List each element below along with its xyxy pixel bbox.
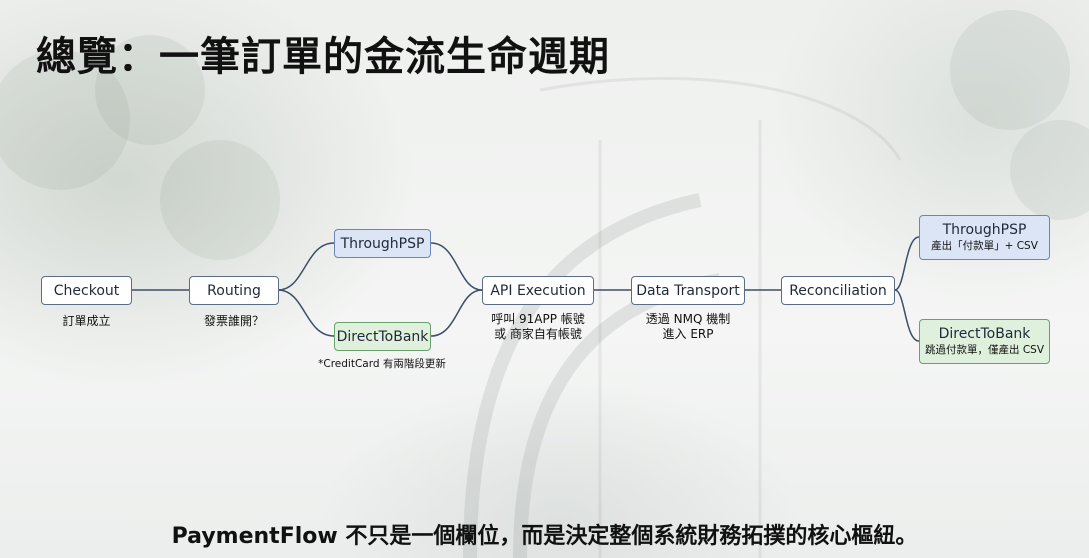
api-execution-caption-line1: 呼叫 91APP 帳號	[491, 312, 585, 326]
routing-caption: 發票誰開？	[203, 314, 264, 328]
api-execution-label: API Execution	[490, 282, 586, 299]
recon-directtobank-label: DirectToBank	[938, 326, 1031, 342]
page-title: 總覽：一筆訂單的金流生命週期	[36, 34, 610, 80]
recon-throughpsp-caption: 產出「付款單」+ CSV	[931, 240, 1038, 252]
connector-reconciliation-directtobank	[894, 289, 920, 342]
throughpsp-node: ThroughPSP	[334, 229, 431, 258]
data-transport-caption: 透過 NMQ 機制 進入 ERP	[628, 312, 748, 342]
checkout-node: Checkout	[41, 276, 132, 305]
routing-node: Routing	[189, 276, 279, 305]
throughpsp-label: ThroughPSP	[340, 235, 425, 252]
footer-statement: PaymentFlow 不只是一個欄位，而是決定整個系統財務拓撲的核心樞紐。	[171, 524, 918, 549]
reconciliation-label: Reconciliation	[789, 282, 887, 299]
data-transport-caption-line1: 透過 NMQ 機制	[645, 312, 731, 326]
recon-throughpsp-label: ThroughPSP	[942, 222, 1027, 238]
directtobank-caption: *CreditCard 有兩階段更新	[318, 358, 446, 370]
directtobank-label: DirectToBank	[336, 328, 429, 345]
checkout-label: Checkout	[53, 282, 120, 299]
data-transport-label: Data Transport	[636, 282, 740, 299]
data-transport-caption-line2: 進入 ERP	[662, 327, 714, 341]
routing-label: Routing	[207, 282, 261, 299]
reconciliation-node: Reconciliation	[781, 276, 895, 305]
data-transport-node: Data Transport	[631, 276, 745, 305]
recon-directtobank-caption: 跳過付款單，僅產出 CSV	[924, 344, 1045, 356]
checkout-caption: 訂單成立	[62, 314, 111, 328]
connector-routing-throughpsp	[277, 242, 335, 291]
api-execution-caption: 呼叫 91APP 帳號 或 商家自有帳號	[478, 312, 598, 342]
api-execution-caption-line2: 或 商家自有帳號	[494, 327, 582, 341]
connector-throughpsp-api	[430, 242, 483, 291]
api-execution-node: API Execution	[482, 276, 594, 305]
directtobank-node: DirectToBank	[334, 322, 431, 351]
connector-reconciliation-throughpsp	[894, 236, 920, 291]
recon-directtobank-node: DirectToBank 跳過付款單，僅產出 CSV	[919, 319, 1050, 364]
connector-directtobank-api	[430, 289, 483, 337]
connector-routing-directtobank	[277, 289, 335, 337]
recon-throughpsp-node: ThroughPSP 產出「付款單」+ CSV	[919, 215, 1050, 260]
